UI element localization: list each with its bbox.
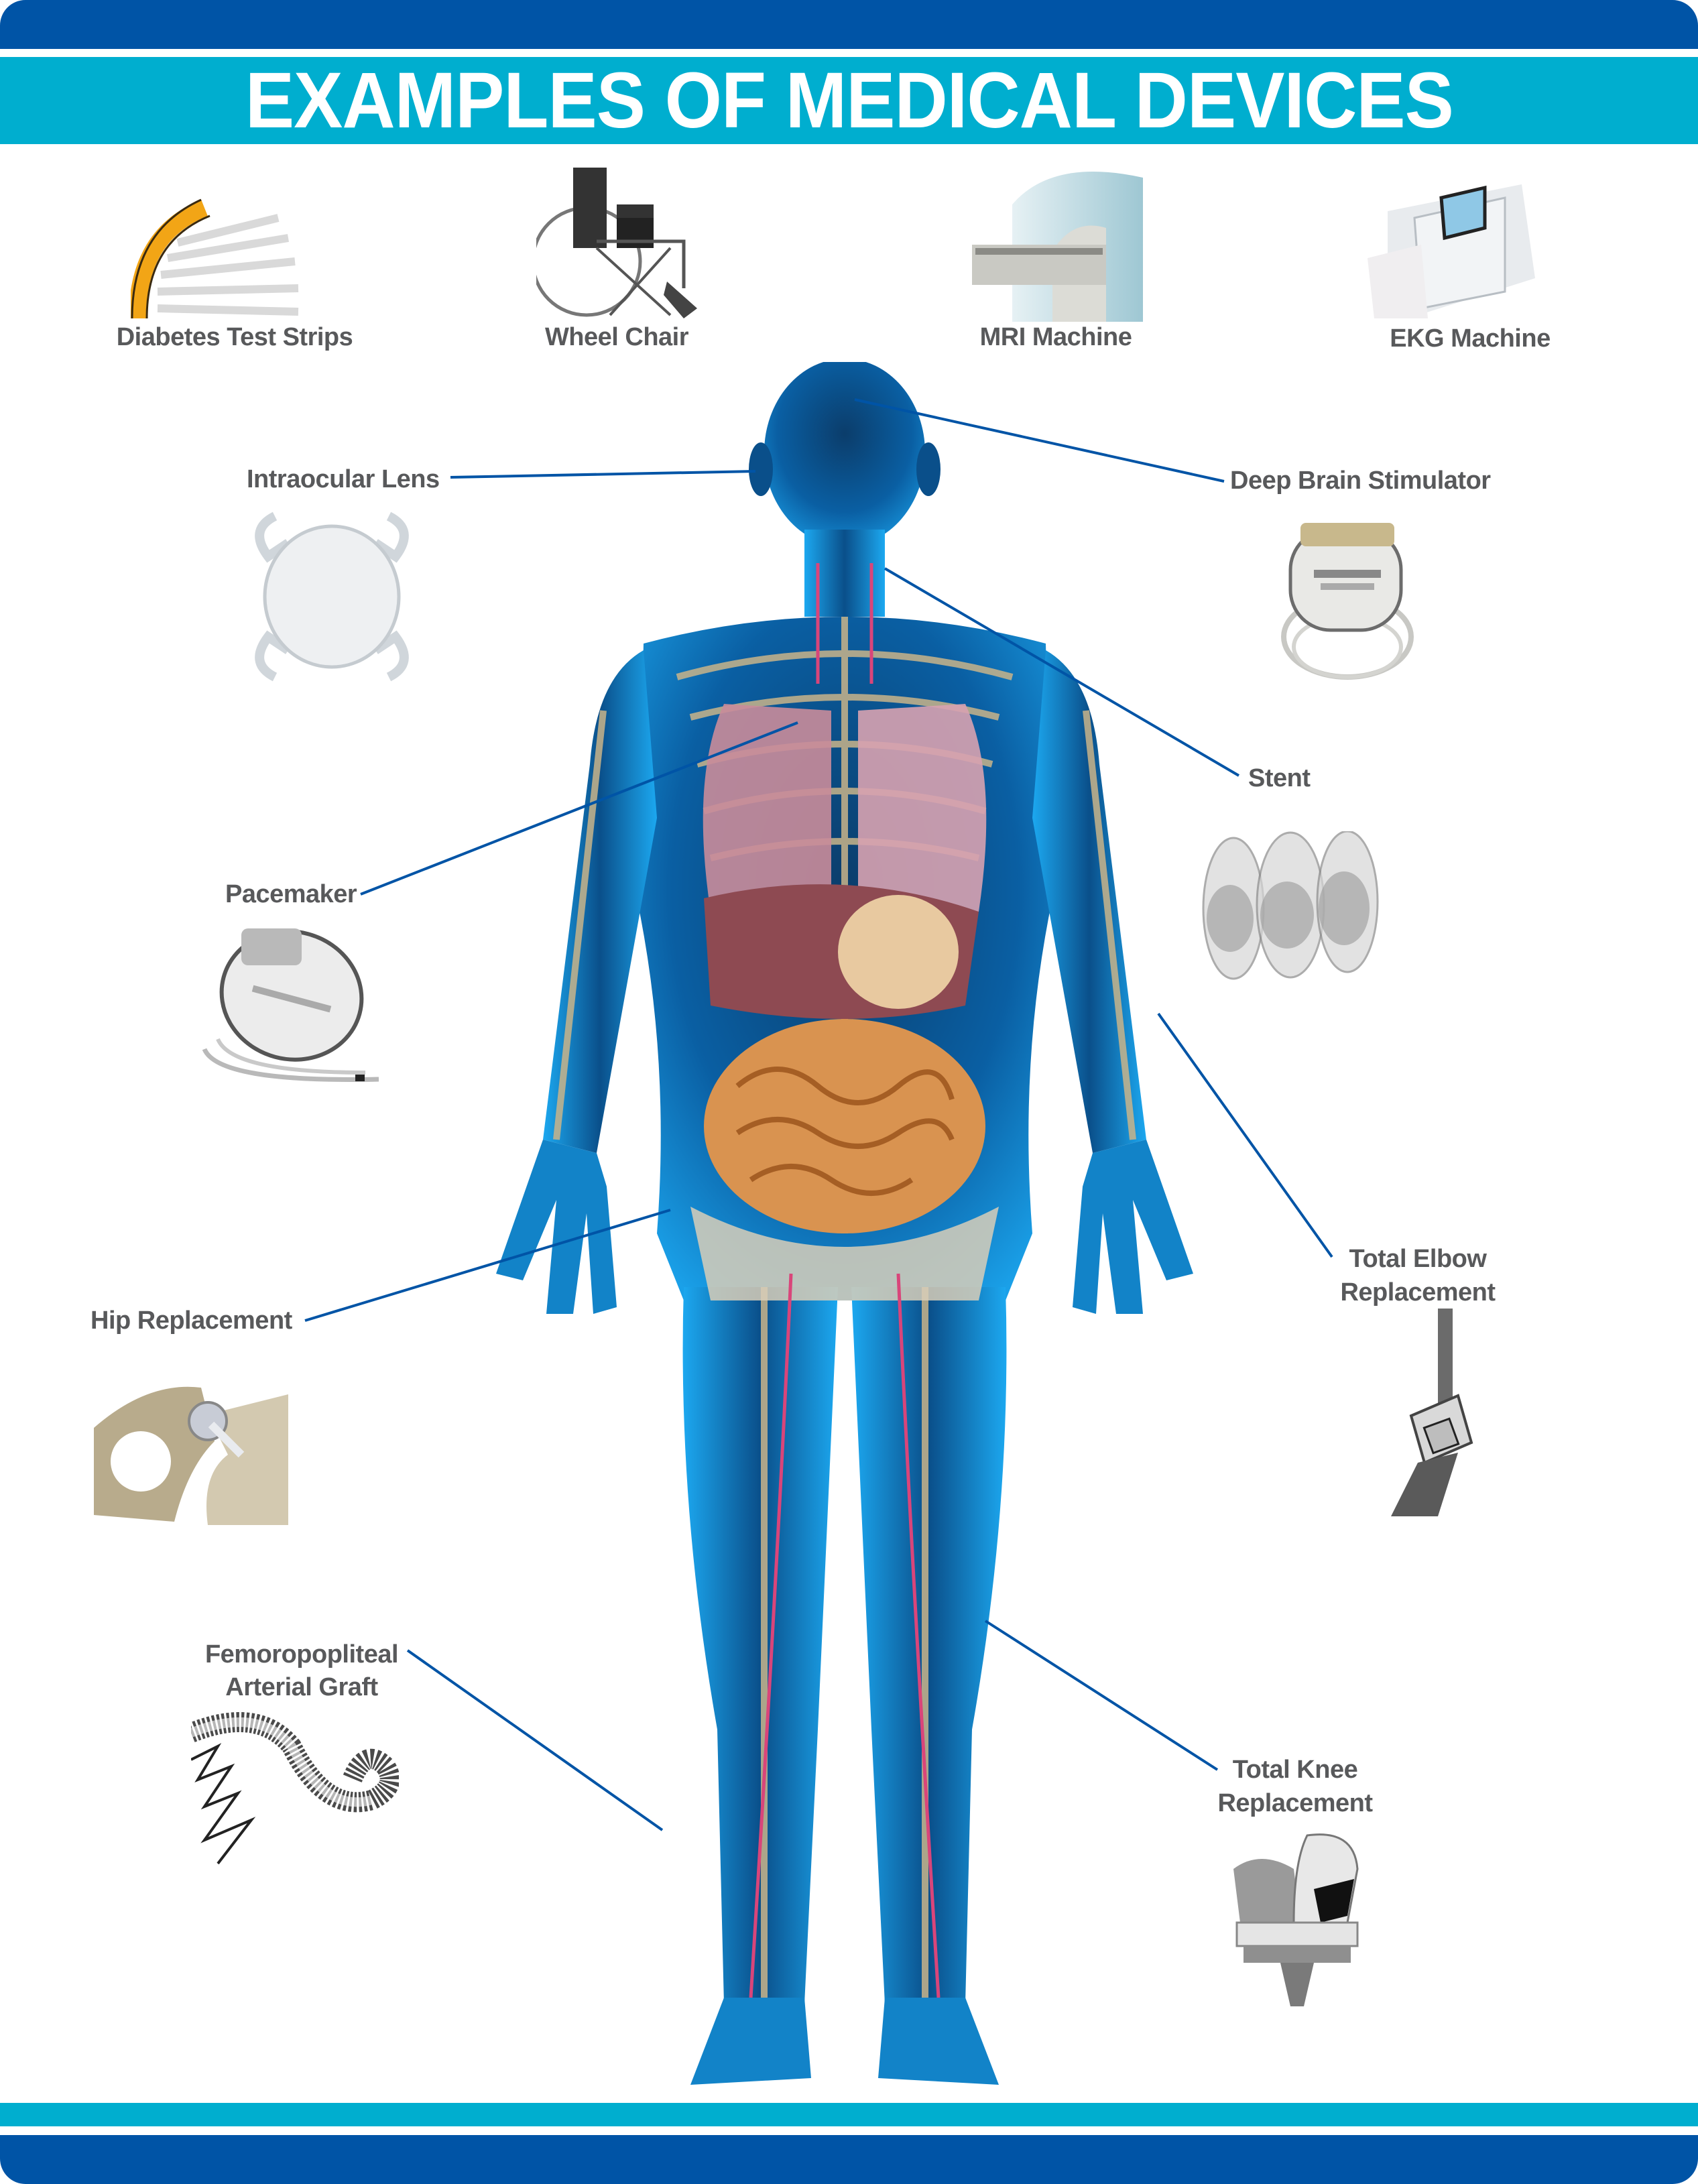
knee-implant-icon <box>1220 1822 1368 2006</box>
device-label-mri-machine: MRI Machine <box>979 323 1132 351</box>
device-label-deep-brain-stimulator: Deep Brain Stimulator <box>1230 467 1491 495</box>
device-label-wheel-chair: Wheel Chair <box>544 323 689 351</box>
wheelchair-icon <box>531 154 704 322</box>
device-label-total-elbow-line2: Replacement <box>1340 1278 1496 1307</box>
elbow-implant-icon <box>1384 1309 1492 1516</box>
device-label-stent: Stent <box>1248 764 1311 792</box>
title-banner: EXAMPLES OF MEDICAL DEVICES <box>0 57 1698 144</box>
device-label-intraocular-lens: Intraocular Lens <box>247 465 440 493</box>
header-top-band <box>0 0 1698 49</box>
page-title: EXAMPLES OF MEDICAL DEVICES <box>245 56 1453 145</box>
neurostimulator-icon <box>1267 503 1428 684</box>
arterial-graft-icon <box>187 1706 400 1867</box>
test-strips-icon <box>129 194 302 319</box>
footer-dark-band <box>0 2135 1698 2184</box>
human-body-figure <box>375 359 1314 2105</box>
device-label-total-knee-line1: Total Knee <box>1232 1756 1358 1784</box>
device-label-ekg-machine: EKG Machine <box>1390 324 1551 353</box>
stent-icon <box>1200 830 1381 985</box>
device-label-hip-replacement: Hip Replacement <box>90 1307 292 1335</box>
device-label-fem-graft-line1: Femoropopliteal <box>204 1640 399 1669</box>
mri-machine-icon <box>972 164 1143 322</box>
pacemaker-icon <box>191 922 392 1096</box>
footer-cyan-band <box>0 2103 1698 2126</box>
device-label-total-elbow-line1: Total Elbow <box>1349 1245 1487 1273</box>
device-label-diabetes-test-strips: Diabetes Test Strips <box>116 323 353 351</box>
ekg-machine-icon <box>1368 158 1542 318</box>
intraocular-lens-icon <box>235 503 429 690</box>
device-label-pacemaker: Pacemaker <box>225 880 357 908</box>
hip-implant-icon <box>94 1341 288 1525</box>
device-label-fem-graft-line2: Arterial Graft <box>225 1673 378 1701</box>
device-label-total-knee-line2: Replacement <box>1217 1789 1373 1817</box>
